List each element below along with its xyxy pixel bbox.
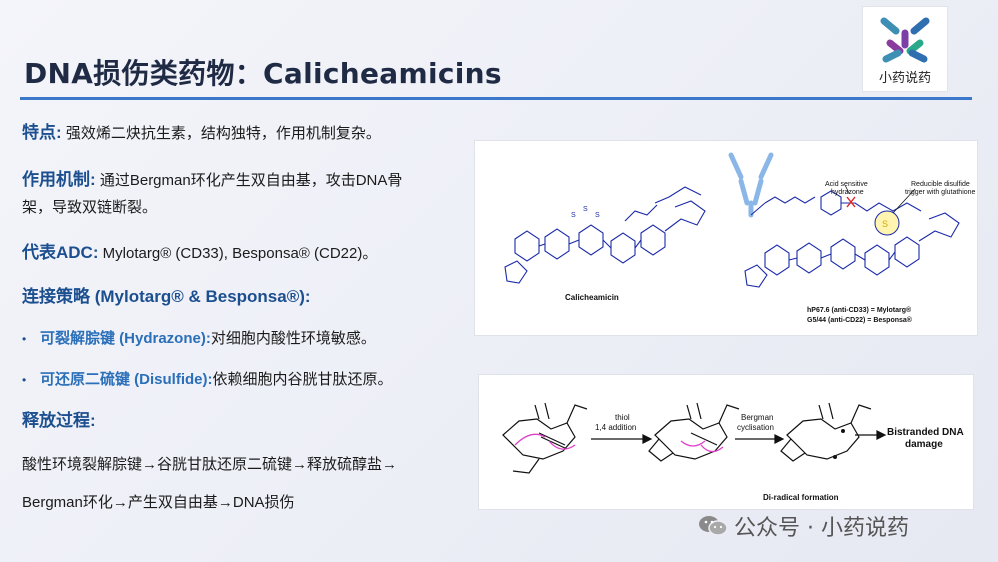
footer-text: 公众号 · 小药说药: [734, 516, 909, 541]
linker-item-disulfide: • 可还原二硫键 (Disulfide):依赖细胞内谷胱甘肽还原。: [22, 367, 393, 393]
molecule-logo-icon: [880, 17, 930, 63]
linker-key-disulfide: 可还原二硫键 (Disulfide):: [40, 371, 213, 388]
disulfide-label-2: trigger with glutathione: [905, 189, 976, 196]
acid-label-2: hydrazone: [831, 189, 864, 196]
svg-text:S: S: [571, 212, 576, 219]
release-heading: 释放过程:: [22, 411, 96, 430]
calicheamicin-caption: Calicheamicin: [565, 293, 619, 302]
adc-label: 代表ADC:: [22, 243, 99, 262]
linker-key-hydrazone: 可裂解腙键 (Hydrazone):: [40, 330, 211, 347]
step1-label-2: 1,4 addition: [595, 423, 637, 432]
step2-label-1: Bergman: [741, 413, 774, 422]
features-label: 特点:: [22, 123, 62, 142]
disulfide-label-1: Reducible disulfide: [911, 181, 970, 188]
release-line-1: 酸性环境裂解腙键→谷胱甘肽还原二硫键→释放硫醇盐→: [22, 456, 398, 473]
features-text: 强效烯二炔抗生素，结构独特，作用机制复杂。: [65, 125, 381, 142]
svg-text:S: S: [583, 206, 588, 213]
besponsa-label: G5/44 (anti-CD22) = Besponsa®: [807, 317, 912, 324]
features-line: 特点: 强效烯二炔抗生素，结构独特，作用机制复杂。: [22, 120, 381, 147]
linker-heading: 连接策略 (Mylotarg® & Besponsa®):: [22, 287, 311, 306]
title-divider: [20, 97, 972, 100]
brand-logo: 小药说药: [862, 6, 948, 92]
adc-text: Mylotarg® (CD33), Besponsa® (CD22)。: [102, 245, 378, 262]
result-label-2: damage: [905, 439, 943, 450]
result-label-1: Bistranded DNA: [887, 427, 964, 438]
adc-line: 代表ADC: Mylotarg® (CD33), Besponsa® (CD22…: [22, 240, 377, 267]
bullet-icon: •: [22, 332, 27, 346]
svg-text:S: S: [882, 219, 888, 229]
calicheamicin-structure-figure: S S S S Calicheamicin Acid sensitive hyd…: [474, 140, 978, 336]
svg-text:S: S: [595, 212, 600, 219]
structure-drawing: S S S S: [504, 152, 960, 288]
linker-text-disulfide: 依赖细胞内谷胱甘肽还原。: [212, 371, 393, 388]
mechanism-line-2: 架，导致双链断裂。: [22, 199, 158, 216]
linker-text-hydrazone: 对细胞内酸性环境敏感。: [210, 330, 376, 347]
logo-text: 小药说药: [878, 71, 931, 86]
diradical-caption: Di-radical formation: [763, 493, 839, 502]
bergman-mechanism-figure: thiol 1,4 addition Bergman cyclisation B…: [478, 374, 974, 510]
mechanism-label: 作用机制:: [22, 170, 96, 189]
acid-label-1: Acid sensitive: [825, 181, 868, 188]
bullet-icon: •: [22, 373, 27, 387]
mylotarg-label: hP67.6 (anti-CD33) = Mylotarg®: [807, 307, 912, 314]
mechanism-line-1: 作用机制: 通过Bergman环化产生双自由基，攻击DNA骨: [22, 167, 402, 194]
step1-label-1: thiol: [615, 413, 630, 422]
mechanism-drawing: [502, 402, 887, 474]
wechat-footer: 公众号 · 小药说药: [698, 510, 909, 544]
step2-label-2: cyclisation: [737, 423, 774, 432]
mechanism-text-1: 通过Bergman环化产生双自由基，攻击DNA骨: [99, 172, 403, 189]
release-line-2: Bergman环化→产生双自由基→DNA损伤: [22, 494, 295, 511]
page-title: DNA损伤类药物：Calicheamicins: [24, 57, 502, 90]
wechat-icon: [698, 514, 728, 544]
linker-item-hydrazone: • 可裂解腙键 (Hydrazone):对细胞内酸性环境敏感。: [22, 326, 376, 352]
